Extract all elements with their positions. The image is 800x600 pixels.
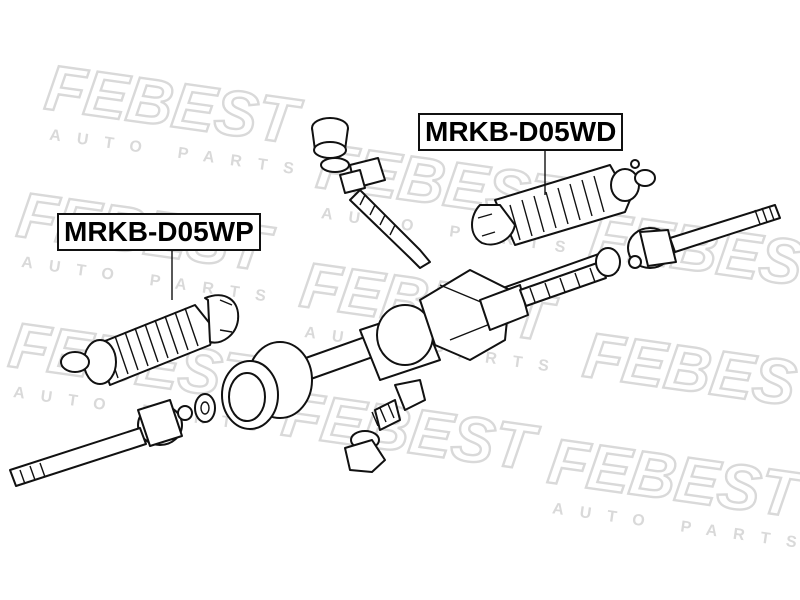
part-number-label-left: MRKB-D05WP (57, 213, 261, 251)
pinion-lower (344, 379, 426, 473)
watermark-layer: FEBEST AUTO PARTS FEBEST AUTO PARTS FEBE… (4, 50, 800, 554)
steering-boot-left (60, 294, 240, 386)
mounting-bush-left (221, 341, 313, 430)
inner-tie-rod-right (595, 204, 781, 277)
steering-boot-right (471, 159, 656, 246)
leader-lines (171, 148, 546, 300)
pinion-upper (311, 117, 431, 269)
part-number-label-right: MRKB-D05WD (418, 113, 624, 151)
inner-tie-rod-left (9, 393, 216, 487)
watermark-brand: FEBEST (579, 319, 800, 426)
rack-thread-right (519, 261, 607, 307)
